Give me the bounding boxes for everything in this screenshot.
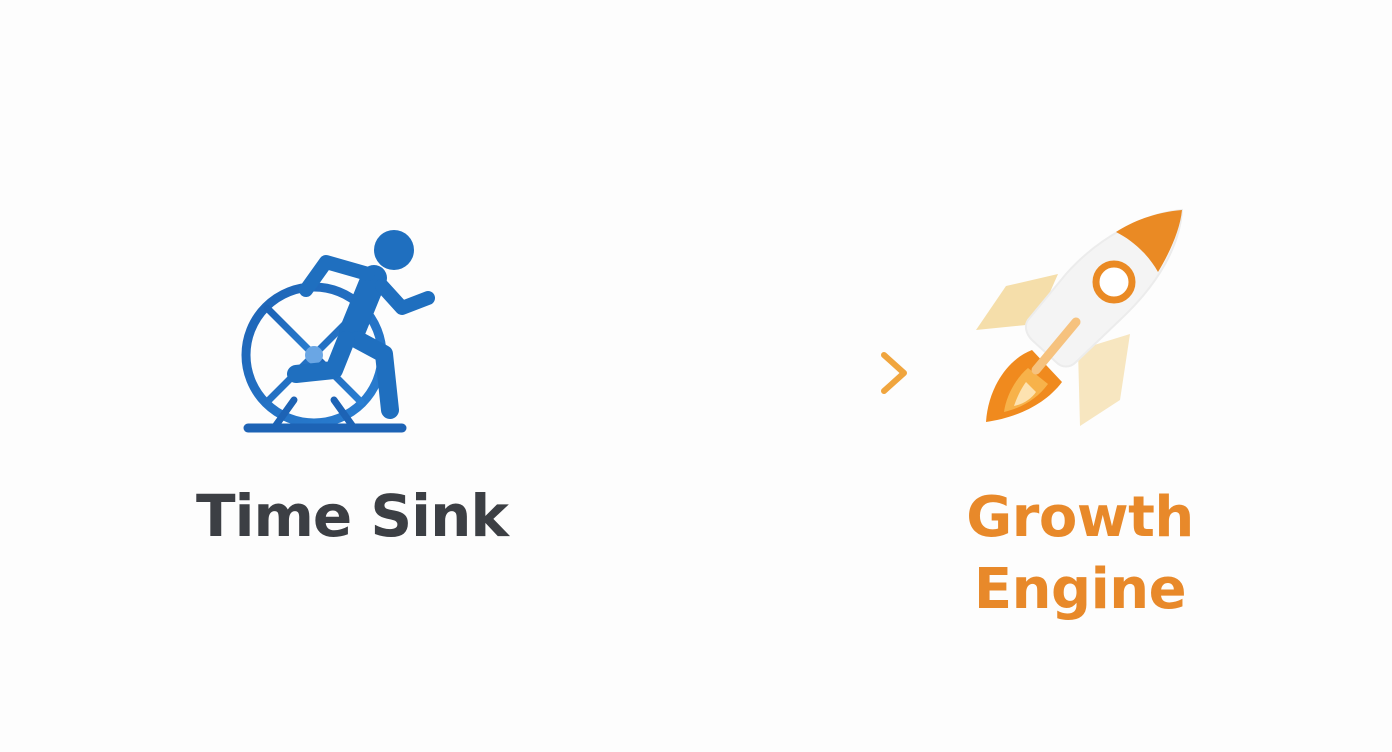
growth-engine-label-line1: Growth (966, 485, 1194, 550)
transition-arrow (505, 352, 907, 394)
person-on-hamster-wheel-icon (241, 230, 435, 433)
time-sink-label: Time Sink (196, 482, 509, 550)
growth-engine-label: Growth Engine (930, 482, 1230, 626)
rocket-icon (976, 208, 1184, 426)
growth-engine-label-line2: Engine (973, 557, 1187, 622)
